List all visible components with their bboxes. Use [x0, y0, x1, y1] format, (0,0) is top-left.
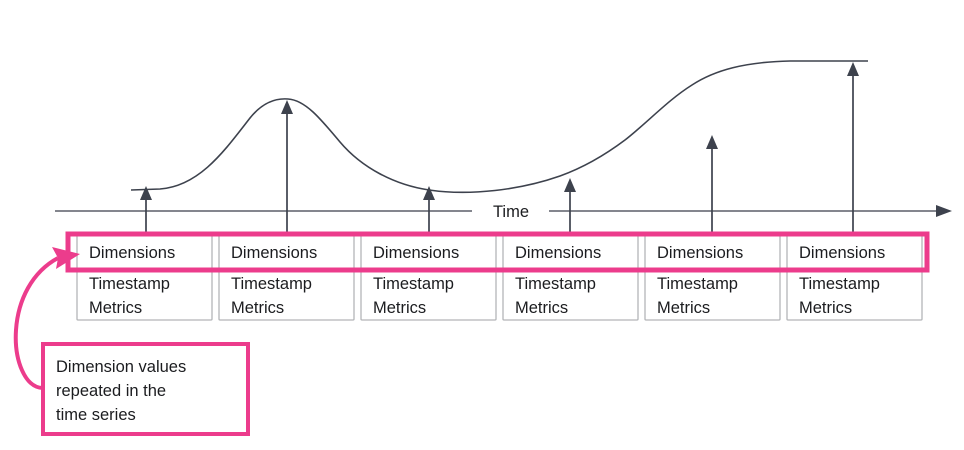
time-axis-arrowhead	[936, 205, 952, 217]
record-card-4[interactable]: Dimensions Timestamp Metrics	[502, 233, 639, 321]
callout-box	[41, 342, 250, 436]
record-4-dimensions: Dimensions	[515, 244, 601, 262]
record-5-metrics: Metrics	[657, 299, 710, 317]
record-3-dimensions: Dimensions	[373, 244, 459, 262]
record-2-dimensions: Dimensions	[231, 244, 317, 262]
record-card-3[interactable]: Dimensions Timestamp Metrics	[360, 233, 497, 321]
sample-arrow-6	[847, 62, 859, 236]
record-1-timestamp: Timestamp	[89, 275, 170, 293]
record-2-timestamp: Timestamp	[231, 275, 312, 293]
callout-line-2: repeated in the	[56, 382, 166, 400]
record-card-2[interactable]: Dimensions Timestamp Metrics	[218, 233, 355, 321]
record-6-metrics: Metrics	[799, 299, 852, 317]
sample-arrow-5	[706, 135, 718, 236]
time-axis-label: Time	[493, 203, 529, 221]
record-card-5[interactable]: Dimensions Timestamp Metrics	[644, 233, 781, 321]
callout-line-3: time series	[56, 406, 136, 424]
callout-arrowhead	[52, 247, 80, 269]
record-3-metrics: Metrics	[373, 299, 426, 317]
sample-arrow-4	[564, 178, 576, 236]
record-5-dimensions: Dimensions	[657, 244, 743, 262]
record-4-timestamp: Timestamp	[515, 275, 596, 293]
sample-arrow-2	[281, 100, 293, 236]
record-1-dimensions: Dimensions	[89, 244, 175, 262]
timeseries-curve	[130, 60, 868, 194]
record-3-timestamp: Timestamp	[373, 275, 454, 293]
callout-line-1: Dimension values	[56, 358, 186, 376]
record-1-metrics: Metrics	[89, 299, 142, 317]
record-4-metrics: Metrics	[515, 299, 568, 317]
sample-arrow-3	[423, 186, 435, 236]
record-2-metrics: Metrics	[231, 299, 284, 317]
record-6-timestamp: Timestamp	[799, 275, 880, 293]
callout-arrow-curve	[13, 256, 59, 390]
record-card-6[interactable]: Dimensions Timestamp Metrics	[786, 233, 923, 321]
sample-arrow-1	[140, 186, 152, 236]
record-card-1[interactable]: Dimensions Timestamp Metrics	[76, 233, 213, 321]
record-5-timestamp: Timestamp	[657, 275, 738, 293]
record-6-dimensions: Dimensions	[799, 244, 885, 262]
